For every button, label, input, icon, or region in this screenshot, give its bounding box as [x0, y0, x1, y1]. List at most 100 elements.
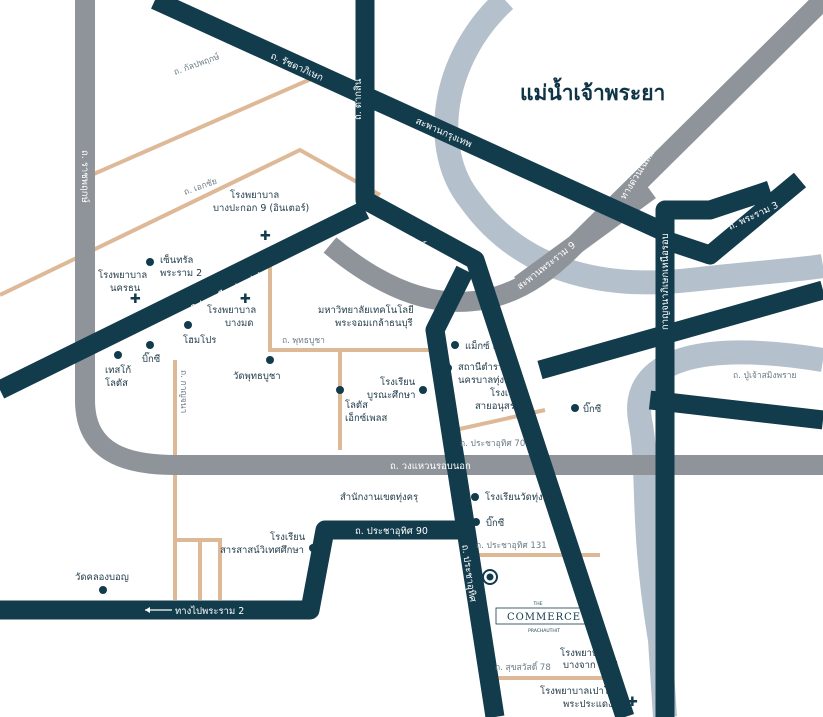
poi-label: โรงเรียนวัดทุ่งครุ — [485, 491, 554, 503]
location-dot-icon — [146, 258, 154, 266]
poi-label: บางจาก — [563, 660, 596, 671]
ring-road-vertical — [75, 0, 823, 475]
rama9-bridge-ring — [323, 0, 823, 312]
road-label-ring: ถ. วงแหวนรอบนอก — [390, 461, 471, 472]
poi-label: สายอนุสรณ์ — [475, 400, 524, 412]
road-label-ekkachai: ถ. เอกชัย — [183, 177, 219, 198]
project-location — [482, 569, 498, 585]
ekkachai-road — [0, 147, 381, 297]
poi-label: มหาวิทยาลัยเทคโนโลยี — [318, 304, 414, 316]
poi-label: โรงพยาบาลเปาโล — [540, 685, 615, 697]
road-label-pracha-90: ถ. ประชาอุทิศ 90 — [355, 526, 428, 537]
poi-school-sarasas: โรงเรียน สารสาสน์วิเทศศึกษา — [220, 531, 317, 556]
phutthabucha-road — [268, 260, 430, 352]
poi-label: แม็กซ์ แวลู — [465, 339, 510, 352]
location-dot-icon — [434, 308, 442, 316]
poi-label: โรงเรียน — [380, 376, 416, 388]
pracha-90-road — [0, 520, 465, 620]
poi-label: วัดพุทธบูชา — [233, 371, 281, 382]
pu-chao-road — [537, 280, 823, 380]
ratchaphisek-road — [151, 0, 664, 239]
chao-phraya-river-lower — [627, 340, 823, 717]
location-dot-icon — [419, 386, 427, 394]
poi-label: โฮมโปร — [183, 334, 216, 346]
poi-label: โรงพยาบาล — [207, 304, 256, 316]
poi-label: เซ็นทรัล — [160, 253, 194, 266]
poi-label: บางปะกอก 9 (อินเตอร์) — [213, 202, 309, 214]
target-marker-icon — [482, 569, 498, 585]
taksin-road — [355, 0, 635, 717]
poi-school-saiyot: โรงเรียน สายอนุสรณ์ — [475, 387, 532, 412]
rama2-road — [0, 201, 370, 399]
river-label: แม่น้ำเจ้าพระยา — [520, 77, 665, 105]
pu-chao-lower — [648, 390, 823, 430]
poi-label: บิ๊กซี — [142, 351, 161, 365]
location-dot-icon — [266, 356, 274, 364]
poi-label: พระประแดง — [563, 699, 613, 710]
poi-label: โลตัส — [105, 377, 128, 389]
poi-wat-khlong: วัดคลองบอญ — [75, 572, 129, 594]
poi-hosp-nakhon: โรงพยาบาล นครธน ✚ — [98, 269, 147, 307]
poi-label: สารสาสน์วิเทศศึกษา — [220, 544, 304, 556]
location-dot-icon — [571, 404, 579, 412]
poi-hosp-bangmod: ✚ โรงพยาบาล บางมด — [207, 292, 256, 329]
poi-label: บูรณะศึกษา — [367, 390, 415, 401]
poi-label: เทสโก้ — [105, 364, 131, 376]
arrow-left-icon — [145, 607, 150, 613]
poi-bigc-left: บิ๊กซี — [142, 341, 161, 365]
poi-label: วัดคลองบอญ — [75, 572, 129, 583]
poi-label: โลตัส — [345, 399, 368, 411]
location-dot-icon — [451, 341, 459, 349]
location-dot-icon — [454, 493, 462, 501]
poi-label: โรงพยาบาล — [560, 647, 609, 659]
poi-label: โรงพยาบาล — [230, 189, 279, 201]
hospital-cross-icon: ✚ — [130, 292, 141, 307]
poi-homepro: โฮมโปร — [183, 321, 216, 346]
hospital-cross-icon: ✚ — [260, 229, 271, 244]
poi-label: โรงพยาบาล — [98, 269, 147, 281]
logo-name: COMMERCE — [507, 612, 581, 623]
logo-small-text: THE — [533, 601, 543, 607]
poi-central-rama2: เซ็นทรัล พระราม 2 — [146, 253, 202, 279]
hospital-cross-icon: ✚ — [627, 695, 638, 710]
road-label-pracha-70: ถ. ประชาอุทิศ 70 — [460, 439, 525, 449]
road-label-phutthabucha: ถ. พุทธบูชา — [282, 336, 325, 346]
road-label-suksawat-78: ถ. สุขสวัสดิ์ 78 — [495, 661, 551, 673]
location-dot-icon — [114, 351, 122, 359]
hospital-cross-icon: ✚ — [240, 292, 251, 307]
poi-makro: แม็กซ์ แวลู — [451, 339, 510, 352]
location-dot-icon — [524, 401, 532, 409]
logo-sub: PRACHAUTHIT — [528, 628, 560, 634]
road-label-to-rama2: ทางไปพระราม 2 — [175, 605, 244, 617]
road-label-kanchana-vertical: กาญจนาภิเษกเหนือรอบ — [660, 233, 671, 330]
poi-hosp-phrapradaeng: โรงพยาบาลเปาโล พระประแดง ✚ — [540, 685, 638, 710]
location-dot-icon — [336, 386, 344, 394]
rama3-road — [661, 172, 807, 265]
poi-police: สถานีตำรวจ นครบาลทุ่งครุ — [444, 361, 516, 386]
kanlapaphruek-road — [79, 73, 321, 182]
poi-bigc-right: บิ๊กซี — [571, 401, 602, 415]
poi-label: โรงเรียน — [270, 531, 306, 543]
poi-school-wat-thungkhru: โรงเรียนวัดทุ่งครุ — [471, 491, 554, 503]
poi-label: นครบาลทุ่งครุ — [458, 375, 516, 386]
road-label-kanchana: ถ. กาญจนา — [178, 370, 188, 413]
poi-district-office: สำนักงานเขตทุ่งครุ — [340, 492, 462, 503]
location-dot-icon — [184, 321, 192, 329]
poi-label: นครธน — [110, 283, 141, 294]
to-rama2-arrow — [145, 607, 172, 613]
kanchana-right — [655, 180, 774, 717]
target-marker-core — [486, 573, 494, 581]
poi-label: บางมด — [225, 318, 253, 329]
project-logo: THE COMMERCE PRACHAUTHIT — [495, 601, 593, 634]
road-label-pracha-131: ถ. ประชาอุทิศ 131 — [476, 541, 547, 551]
poi-label: เอ็กซ์เพลส — [345, 411, 387, 424]
poi-hosp-bangchak: โรงพยาบาล บางจาก ✚ — [560, 647, 618, 671]
poi-kmutt: มหาวิทยาลัยเทคโนโลยี พระจอมเกล้าธนบุรี — [318, 304, 442, 329]
poi-school-burana: โรงเรียน บูรณะศึกษา — [367, 376, 427, 401]
road-label-kanlapaphruek: ถ. กัลปพฤกษ์ — [172, 51, 221, 78]
location-dot-icon — [99, 586, 107, 594]
location-dot-icon — [309, 544, 317, 552]
road-label-ratchaphruek: ถ. ราชพฤกษ์ — [79, 150, 91, 203]
